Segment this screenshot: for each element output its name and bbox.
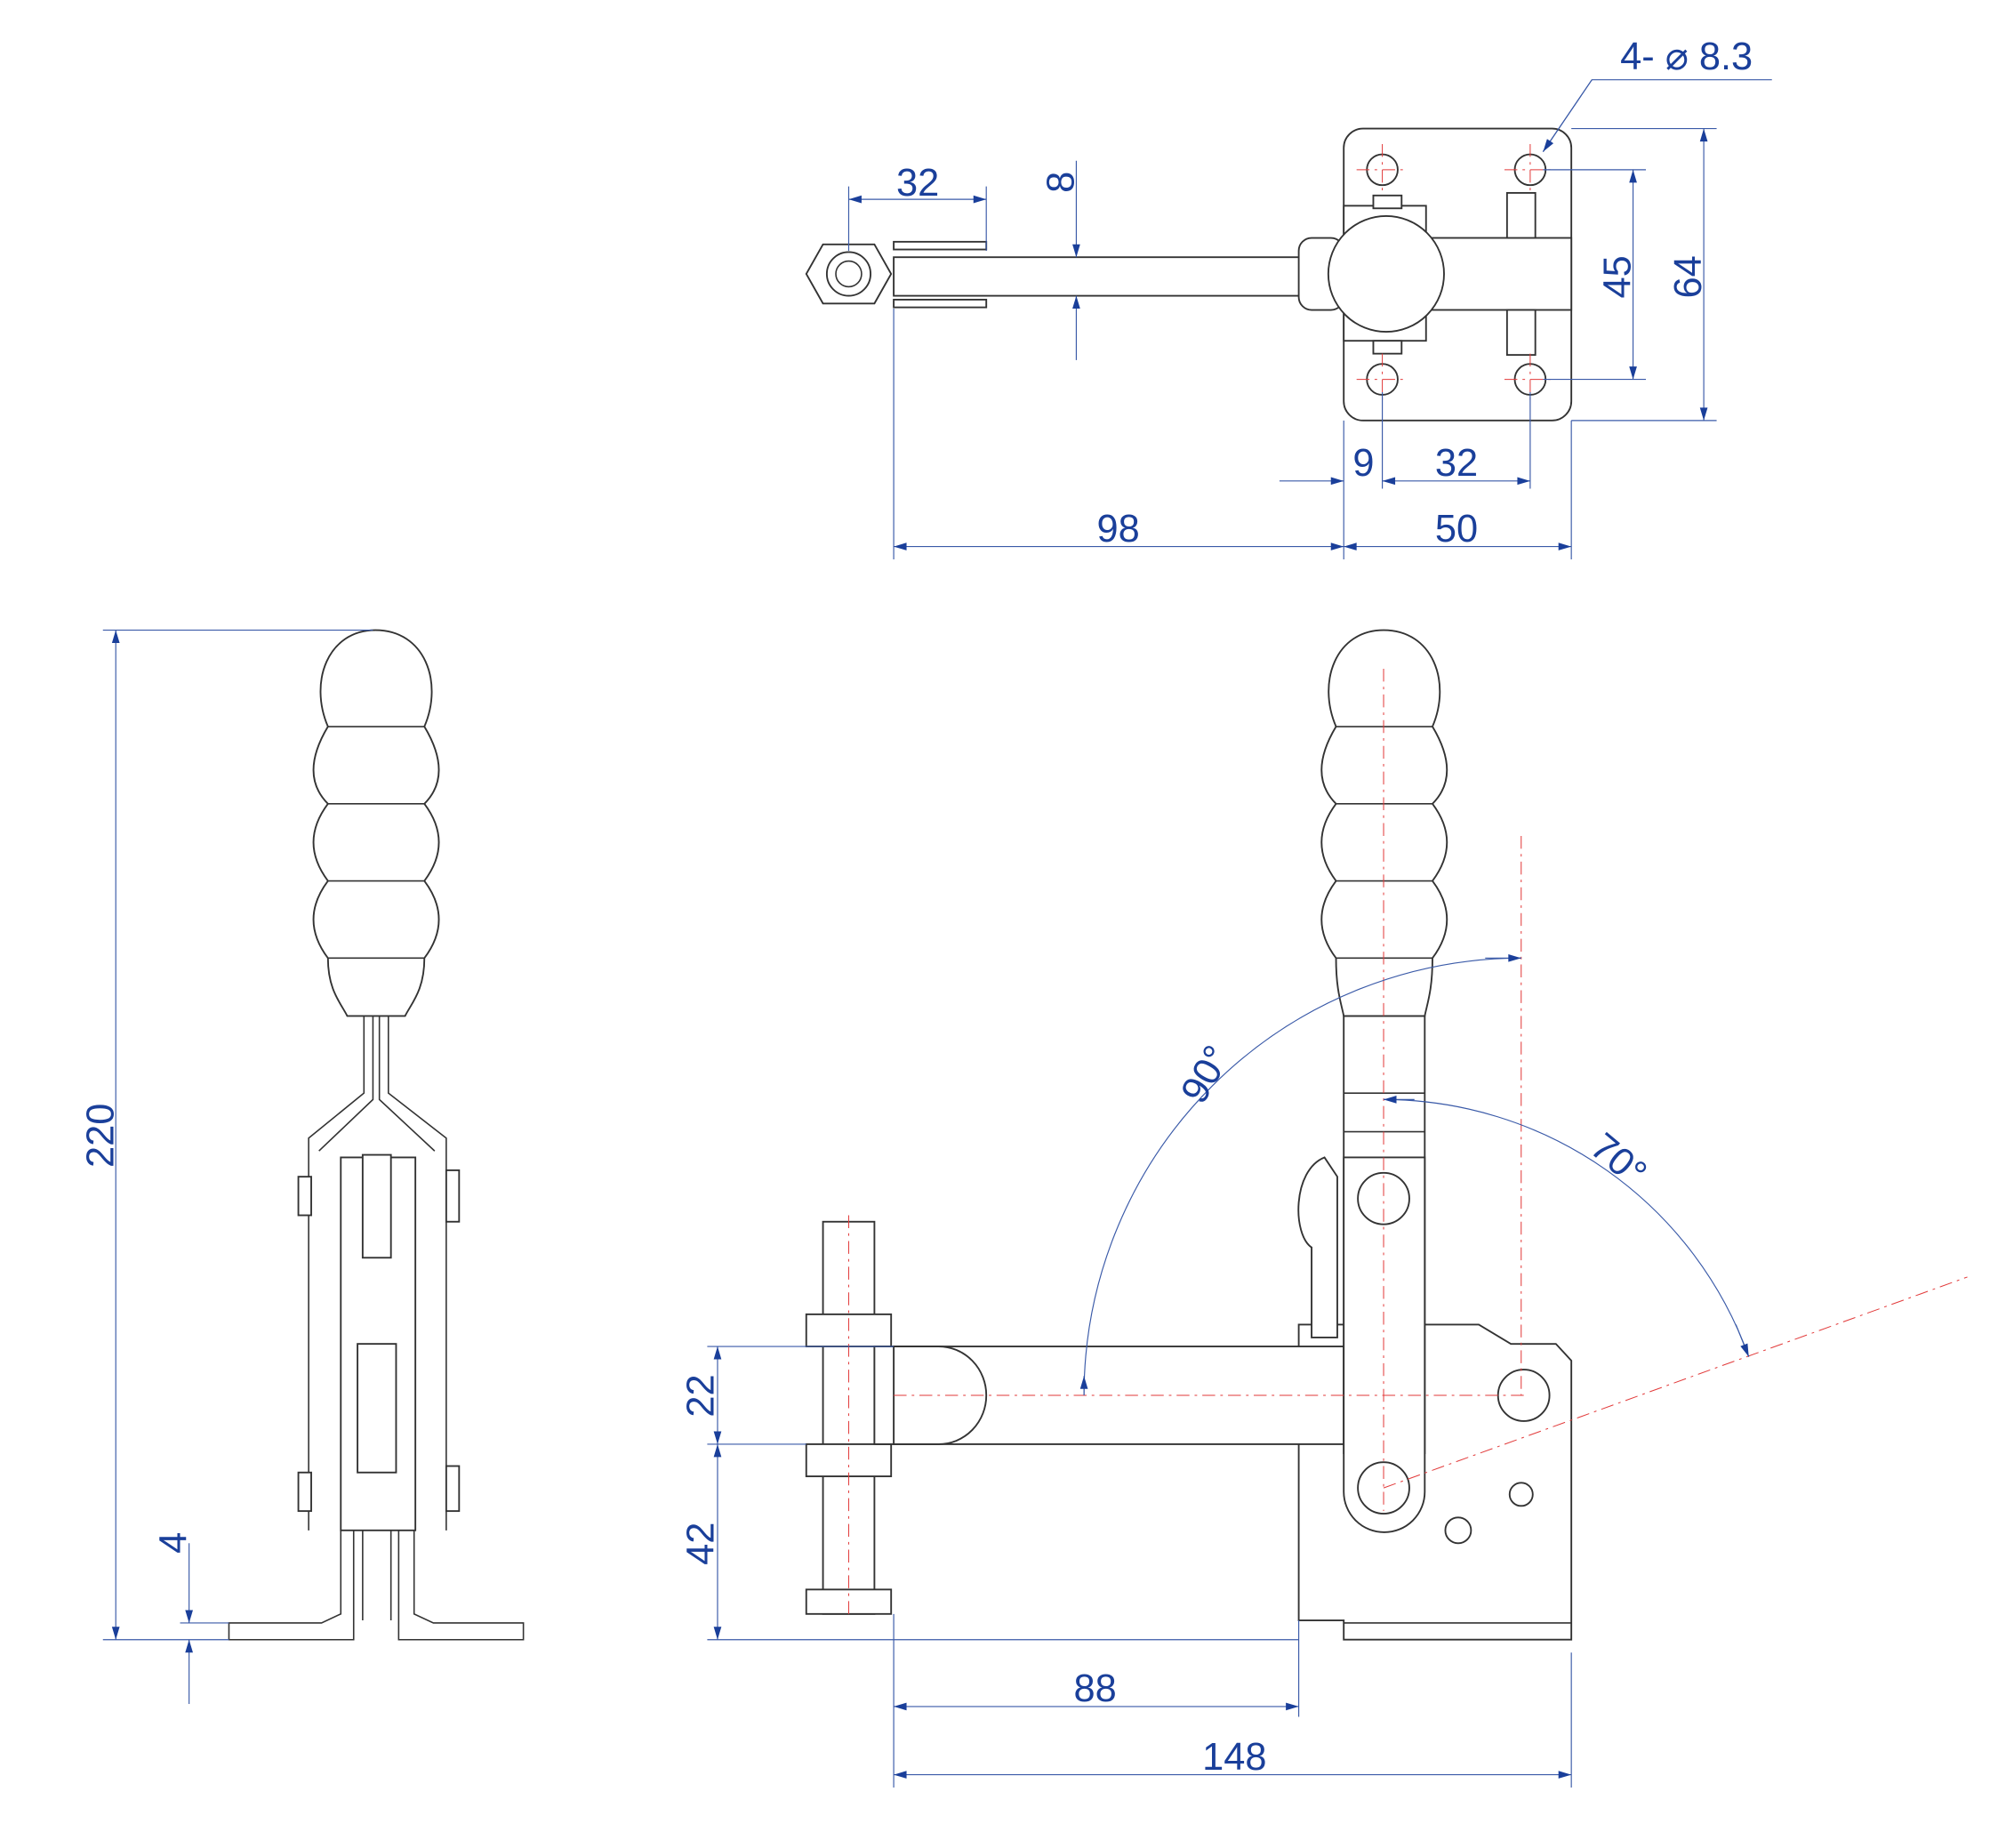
dim-hole-pitch-y: 45: [1597, 255, 1640, 298]
side-view: 90° 70° 22 42 88 148: [680, 629, 1968, 1788]
dim-overall-height: 220: [79, 1104, 122, 1168]
dim-arm-tip: 32: [896, 162, 939, 205]
mounting-holes: [1356, 143, 1556, 406]
dim-arm-height: 22: [680, 1374, 723, 1417]
dim-edge-offset: 9: [1352, 442, 1374, 485]
dim-arm-thickness: 8: [1040, 172, 1083, 193]
dim-spindle-offset: 88: [1074, 1667, 1117, 1710]
dim-hole-pitch-x: 32: [1435, 442, 1478, 485]
dim-reach: 98: [1097, 508, 1140, 550]
dim-base-thickness: 4: [153, 1532, 196, 1554]
dim-plate-height: 64: [1667, 255, 1710, 298]
dim-plate-width: 50: [1435, 508, 1478, 550]
hole-callout: 4- ⌀ 8.3: [1620, 36, 1753, 78]
top-view: 4- ⌀ 8.3 32 8 45 64 9 32 98 50: [805, 36, 1772, 560]
dim-overall-length: 148: [1202, 1736, 1266, 1779]
front-view: 220 4: [79, 629, 525, 1705]
dim-spindle-height: 42: [680, 1523, 723, 1565]
dim-arm-angle: 70°: [1583, 1125, 1655, 1195]
dim-handle-angle: 90°: [1173, 1039, 1239, 1111]
